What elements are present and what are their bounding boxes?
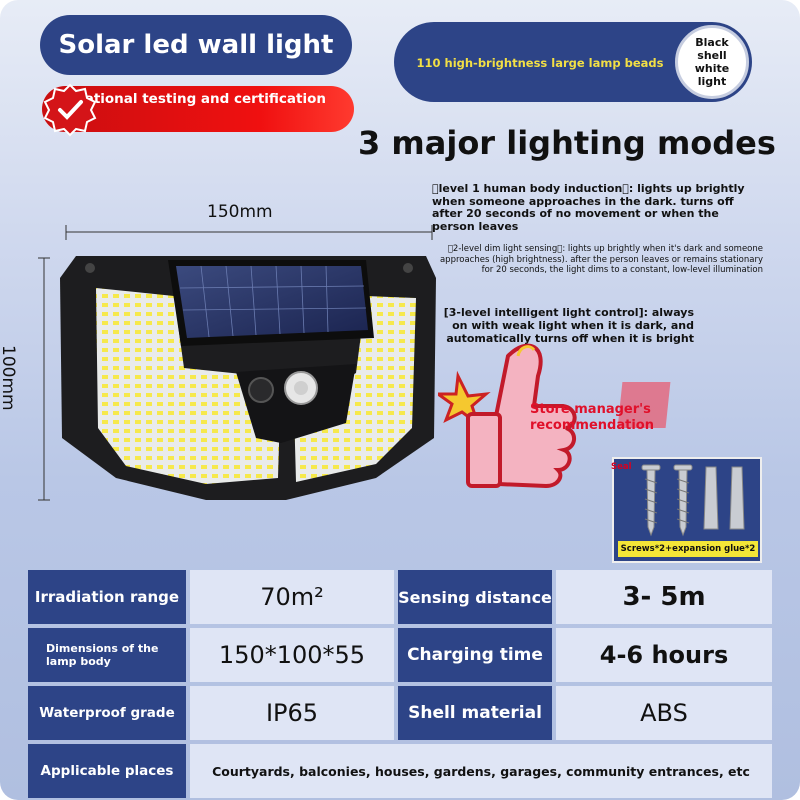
spec-value: 70m²	[190, 570, 394, 624]
spec-value: ABS	[556, 686, 772, 740]
mode-1-description:  level 1 human body induction : lights u…	[432, 182, 745, 233]
mode-3-description: [3-level intelligent light control]: alw…	[443, 306, 694, 345]
width-dimension: 150mm	[207, 202, 273, 222]
store-recommendation: Store manager's recommendation	[530, 402, 654, 433]
spec-label: Sensing distance	[398, 570, 552, 624]
solar-lamp-image	[60, 256, 436, 500]
table-row: Applicable places Courtyards, balconies,…	[28, 744, 772, 798]
accessories-label: Screws*2+expansion glue*2	[618, 541, 758, 557]
spec-value: Courtyards, balconies, houses, gardens, …	[190, 744, 772, 798]
spec-value: IP65	[190, 686, 394, 740]
spec-label: Dimensions of the lamp body	[28, 628, 186, 682]
table-row: Dimensions of the lamp body 150*100*55 C…	[28, 628, 772, 682]
product-title: Solar led wall light	[40, 15, 352, 75]
seal-label: Seal	[611, 462, 632, 472]
shell-badge-line: Black	[695, 36, 729, 49]
shell-badge-line: white	[694, 62, 730, 75]
table-row: Irradiation range 70m² Sensing distance …	[28, 570, 772, 624]
spec-label: Waterproof grade	[28, 686, 186, 740]
spec-label: Charging time	[398, 628, 552, 682]
certification-text: National testing and certification	[73, 91, 326, 107]
spec-value: 150*100*55	[190, 628, 394, 682]
table-row: Waterproof grade IP65 Shell material ABS	[28, 686, 772, 740]
height-dimension: 100mm	[0, 345, 18, 411]
certification-banner: National testing and certification	[42, 86, 354, 132]
spec-label: Applicable places	[28, 744, 186, 798]
screws-icon	[641, 464, 745, 537]
shell-badge-line: shell	[697, 49, 727, 62]
mode-2-description:  2-level dim light sensing : lights up b…	[439, 244, 763, 275]
accessories-box: Screws*2+expansion glue*2	[612, 457, 762, 563]
spec-label: Shell material	[398, 686, 552, 740]
thumbs-up-icon	[438, 343, 577, 488]
beads-text: 110 high-brightness large lamp beads	[416, 56, 664, 70]
shell-badge-line: light	[697, 75, 727, 88]
spec-label: Irradiation range	[28, 570, 186, 624]
spec-value: 4-6 hours	[556, 628, 772, 682]
spec-value: 3- 5m	[556, 570, 772, 624]
shell-badge: Black shell white light	[675, 25, 749, 99]
certification-seal-icon	[43, 83, 97, 137]
modes-title: 3 major lighting modes	[358, 124, 776, 162]
